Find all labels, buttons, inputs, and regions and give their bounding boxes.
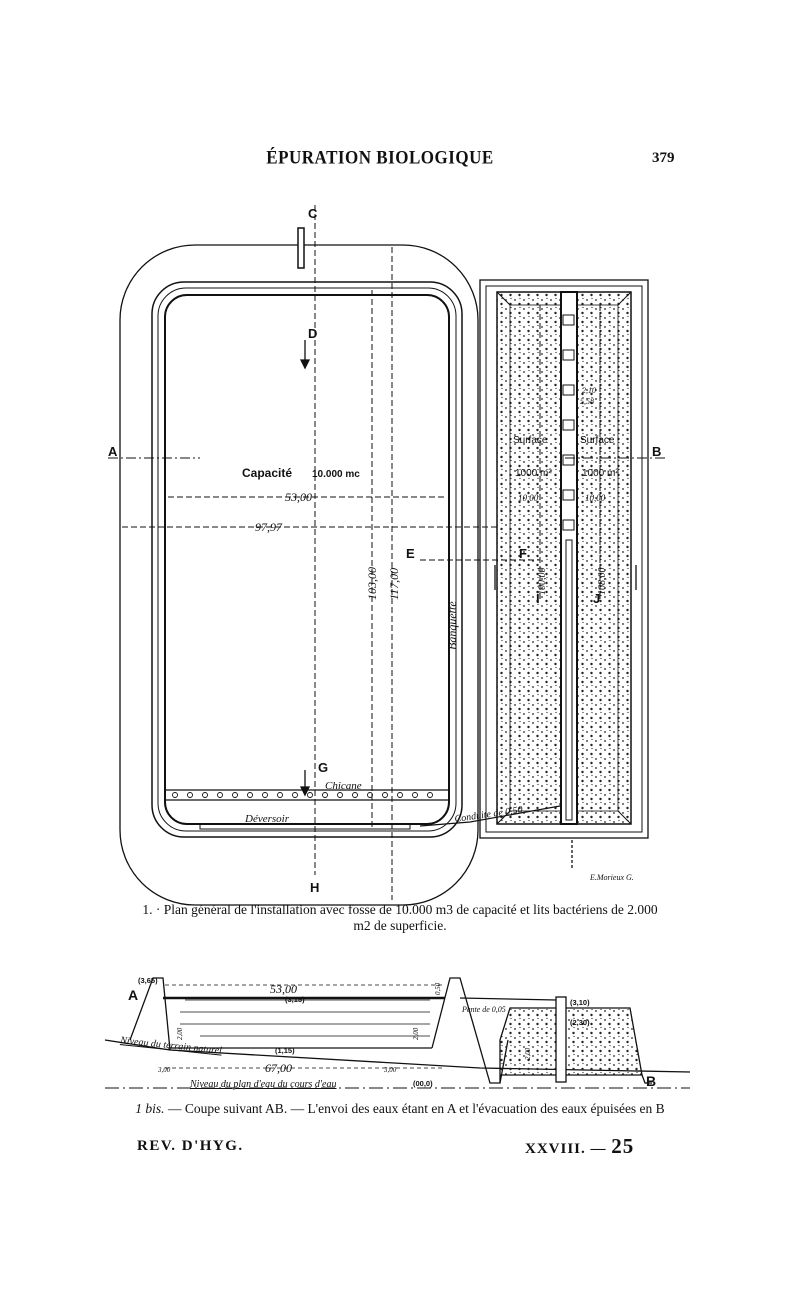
elev-pipe-mid: (2,30) (570, 1018, 590, 1027)
dim-left-offset: 3,00 (157, 1066, 171, 1074)
dim-width-total: 97,97 (255, 520, 283, 534)
figure-1bis-number: 1 bis. (135, 1101, 165, 1116)
figure-1-caption: 1. · Plan général de l'installation avec… (142, 902, 658, 933)
elev-bottom: (1,15) (275, 1046, 295, 1055)
dim-bottom-width: 67,00 (265, 1061, 292, 1075)
inlet-pipe (297, 227, 305, 269)
label-E: E (406, 546, 415, 561)
label-J: J (593, 591, 600, 606)
banquette-label: Banquette (445, 601, 459, 650)
capacity-value: 10.000 mc (312, 469, 360, 480)
bacterial-beds (479, 279, 649, 839)
figure-1-number: 1. (142, 902, 153, 917)
slope-label: Pente de 0,05 (461, 1005, 506, 1014)
label-A: A (108, 444, 118, 459)
elev-pipe-top: (3,10) (570, 998, 590, 1007)
engraver-signature: E.Morieux G. (589, 873, 634, 882)
section-label-B: B (646, 1073, 656, 1089)
sheet-number: 25 (611, 1134, 635, 1158)
dim-depth-left: 2,00 (176, 1027, 184, 1040)
label-B: B (652, 444, 661, 459)
datum-label: Niveau du plan d'eau du cours d'eau (189, 1079, 336, 1090)
elev-datum: (00,0) (413, 1079, 433, 1088)
dim-right-offset: 3,00 (383, 1066, 397, 1074)
figure-1-text: Plan général de l'installation avec foss… (163, 902, 658, 933)
surface-right-value: 1000 m² (582, 468, 619, 479)
page-number: 379 (652, 150, 675, 166)
terrain-label: Niveau du terrain naturel (119, 1035, 223, 1057)
section-label-A: A (128, 987, 138, 1003)
dim-length-inner: 103,00 (365, 567, 379, 600)
label-G: G (318, 760, 328, 775)
running-title: ÉPURATION BIOLOGIQUE (266, 147, 494, 168)
bed-width-left: 10,00 (518, 493, 539, 503)
volume-number: XXVIII. — (525, 1141, 607, 1157)
section-diagram (104, 977, 691, 1089)
bed-length-right: 108,00 (597, 568, 608, 596)
deversoir-label: Déversoir (244, 813, 290, 825)
dim-width-inner: 53,00 (285, 490, 312, 504)
label-I: I (536, 591, 540, 606)
bed-width-right: 10,00 (585, 493, 606, 503)
chicane-holes (172, 792, 433, 798)
elev-water: (3,15) (285, 995, 305, 1004)
volume-signature: XXVIII. — 25 (525, 1134, 634, 1159)
bed-length-left: 100,00 (537, 568, 548, 596)
figure-1bis-caption: 1 bis. — Coupe suivant AB. — L'envoi des… (130, 1101, 670, 1117)
capacity-label: Capacité (242, 466, 292, 480)
label-H: H (310, 880, 319, 895)
conduit-line (419, 805, 561, 827)
dim-small-1: 2,10 (582, 386, 596, 395)
chicane-label: Chicane (325, 780, 362, 792)
surface-left-label: Surface (513, 435, 548, 446)
elev-top: (3,65) (138, 976, 158, 985)
dim-small-2: 5,58 (580, 397, 594, 406)
surface-left-value: 1000 m² (515, 468, 552, 479)
dim-length-total: 117,00 (387, 568, 401, 600)
label-F: F (519, 546, 527, 561)
bed-gates (562, 314, 575, 531)
dim-top-width: 53,00 (270, 982, 297, 996)
figure-1bis-text: — Coupe suivant AB. — L'envoi des eaux é… (167, 1101, 665, 1116)
label-D: D (308, 326, 317, 341)
journal-signature: REV. D'HYG. (137, 1138, 244, 1154)
dim-freeboard: 0,50 (434, 982, 442, 995)
dim-depth-right: 2,00 (412, 1027, 420, 1040)
surface-right-label: Surface (580, 435, 615, 446)
label-C: C (308, 206, 318, 221)
basin-outline (119, 244, 479, 906)
dim-bed-height: 2,00 (524, 1047, 532, 1060)
